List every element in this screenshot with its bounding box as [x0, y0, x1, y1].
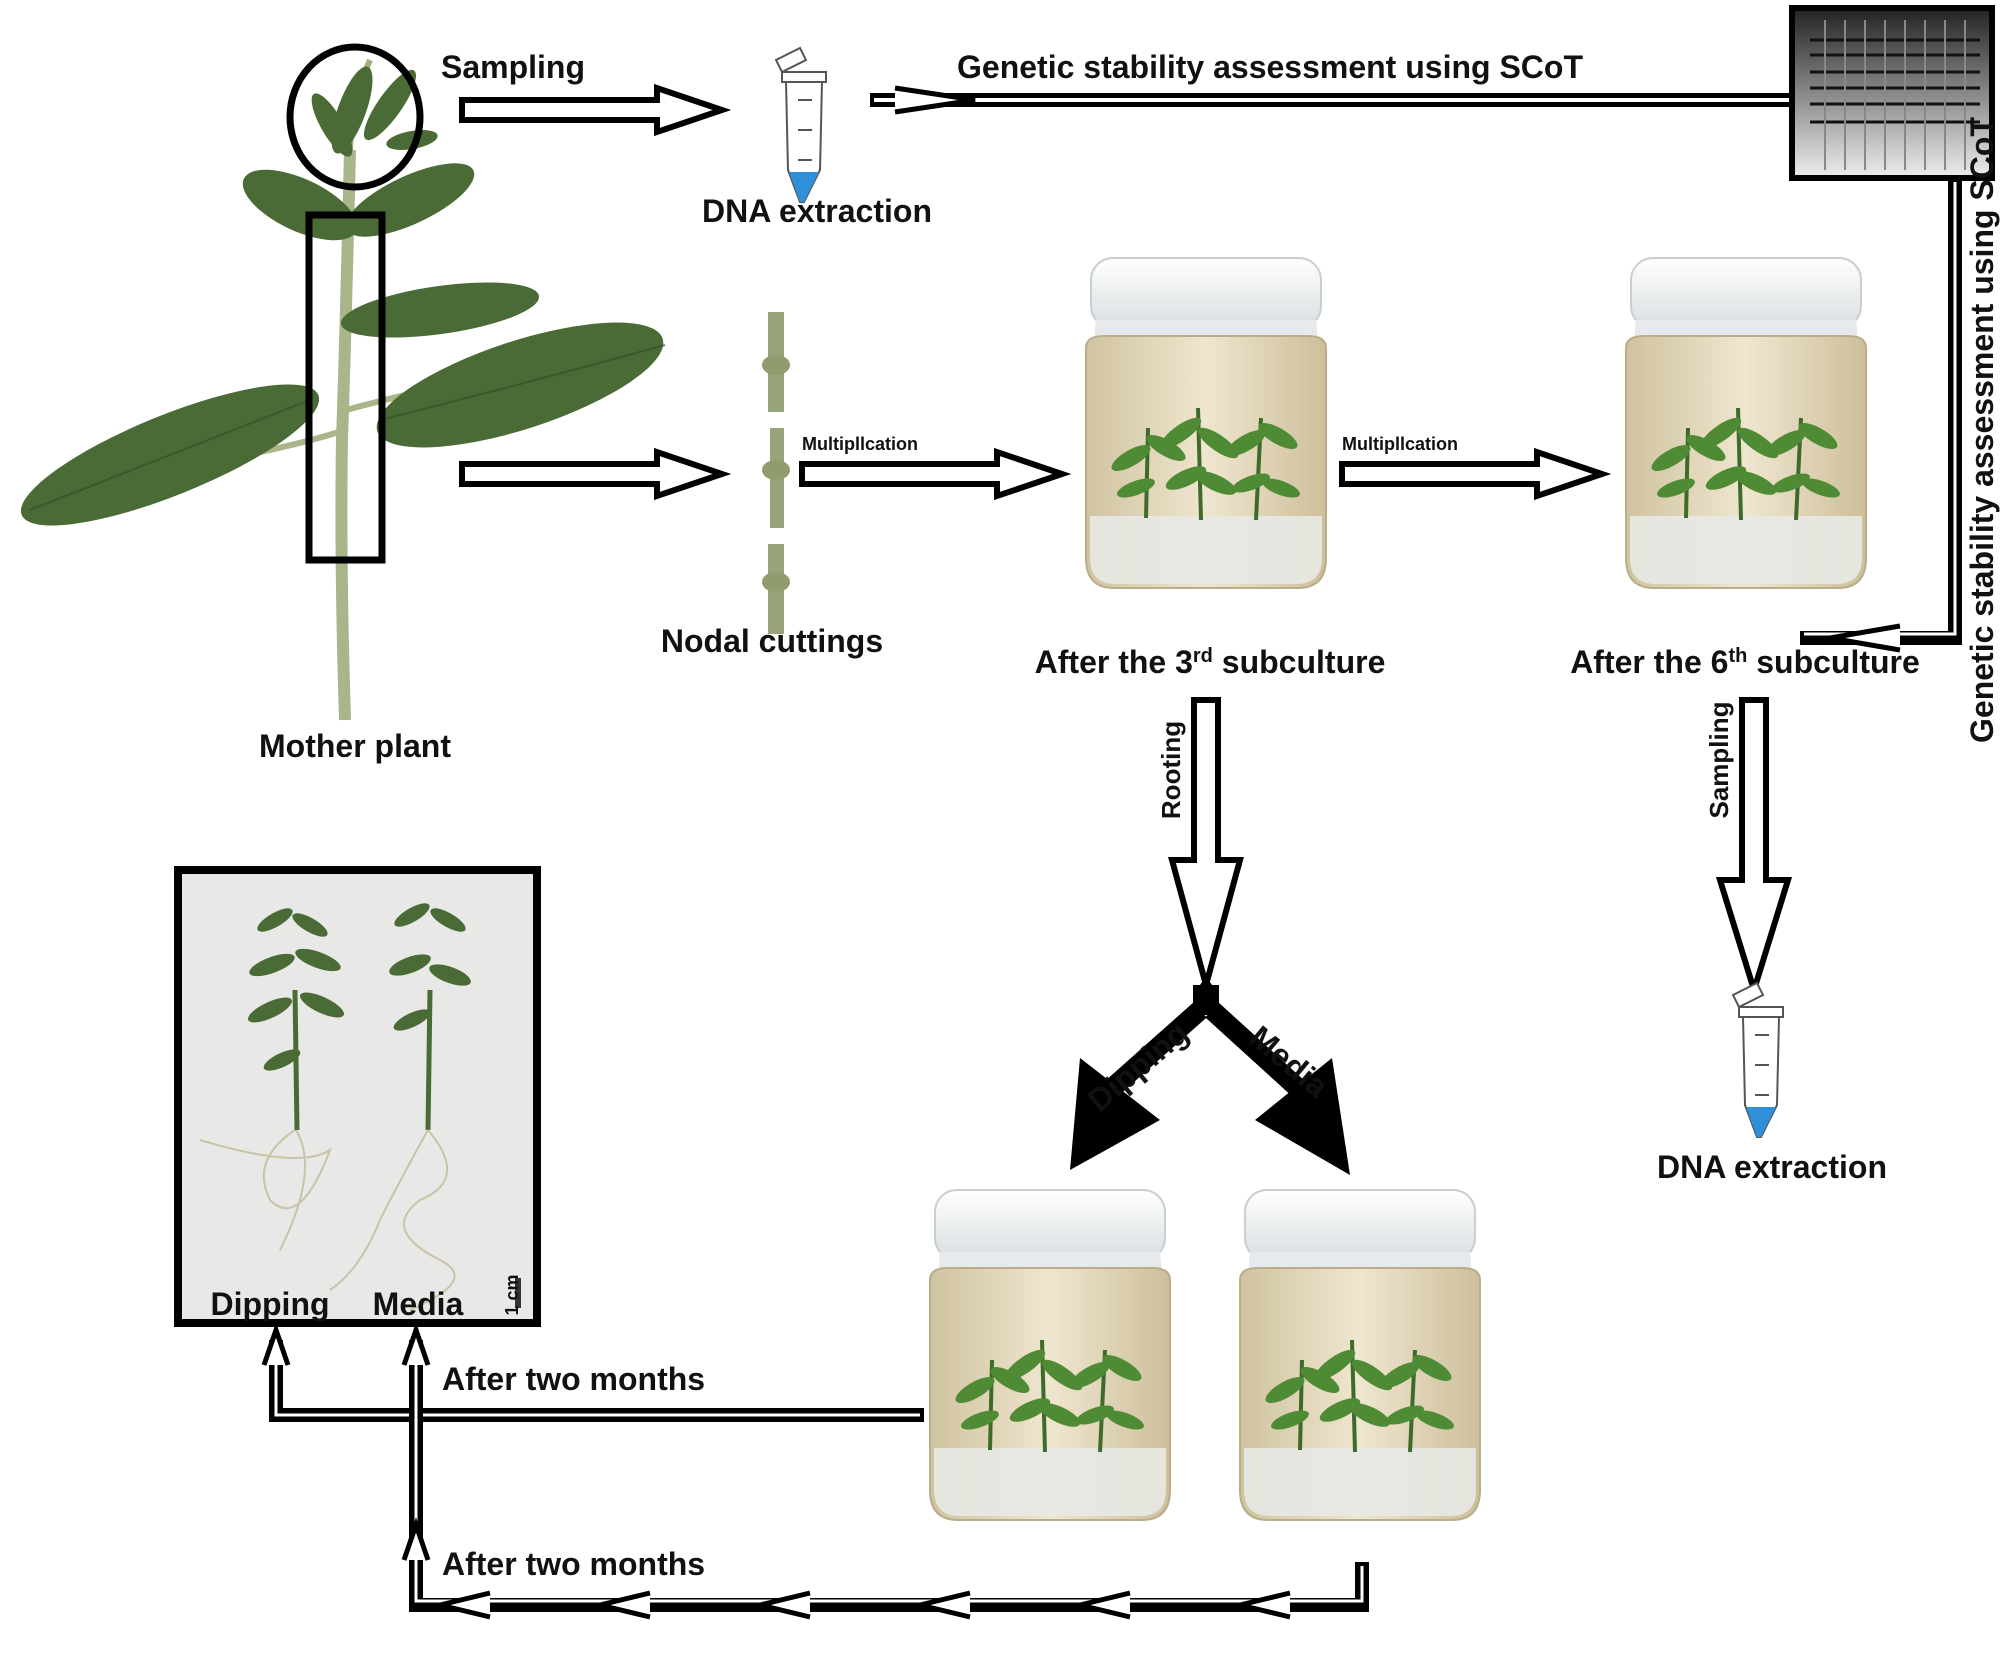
rooting-arrow — [1168, 697, 1244, 997]
photo-media-label: Media — [373, 1286, 464, 1322]
mother-plant-illustration — [20, 58, 666, 721]
sampling-circle — [286, 43, 424, 191]
genetic-top-arrowhead — [894, 85, 976, 115]
tube-icon-right — [1732, 982, 1784, 1138]
nodal-selection-box — [305, 211, 386, 564]
after-two-months-1-label: After two months — [442, 1361, 705, 1397]
return-arrowhead-dipping — [261, 1322, 291, 1366]
dna-extraction-right-label: DNA extraction — [1657, 1149, 1887, 1185]
return-arrowheads-media — [401, 1322, 1291, 1620]
genetic-right-label: Genetic stability assessment using SCoT — [1964, 117, 2000, 743]
after-6th-label: After the 6th subculture — [1570, 644, 1920, 680]
jar-3rd-subculture — [1084, 256, 1328, 590]
branch-arrows — [1070, 980, 1350, 1175]
gel-image — [1789, 5, 1995, 181]
multiplication-arrow-2 — [1342, 452, 1602, 496]
scale-label: 1 cm — [502, 1274, 522, 1315]
sampling-top-label: Sampling — [441, 49, 585, 85]
multiplication-2-label: Multipllcation — [1342, 434, 1458, 454]
nodal-cuttings-illustration — [762, 312, 790, 634]
dna-extraction-top-label: DNA extraction — [702, 193, 932, 229]
multiplication-arrow-1 — [802, 452, 1062, 496]
photo-dipping-label: Dipping — [210, 1286, 329, 1322]
rooted-plantlets-photo — [174, 866, 541, 1327]
nodal-cuttings-label: Nodal cuttings — [661, 623, 883, 659]
tube-icon-top — [775, 47, 827, 203]
mother-to-cuttings-arrow — [462, 452, 722, 496]
sampling-right-arrow — [1715, 697, 1793, 1001]
genetic-top-label: Genetic stability assessment using SCoT — [957, 49, 1583, 85]
rooting-label: Rooting — [1156, 721, 1186, 819]
jar-media — [1238, 1188, 1482, 1522]
after-3rd-label: After the 3rd subculture — [1035, 644, 1386, 680]
sampling-arrow — [462, 88, 722, 132]
genetic-right-arrowhead — [1829, 623, 1901, 653]
sampling-right-label: Sampling — [1704, 701, 1734, 818]
jar-dipping — [928, 1188, 1172, 1522]
multiplication-1-label: Multipllcation — [802, 434, 918, 454]
jar-6th-subculture — [1624, 256, 1868, 590]
mother-plant-label: Mother plant — [259, 728, 451, 764]
after-two-months-2-label: After two months — [442, 1546, 705, 1582]
